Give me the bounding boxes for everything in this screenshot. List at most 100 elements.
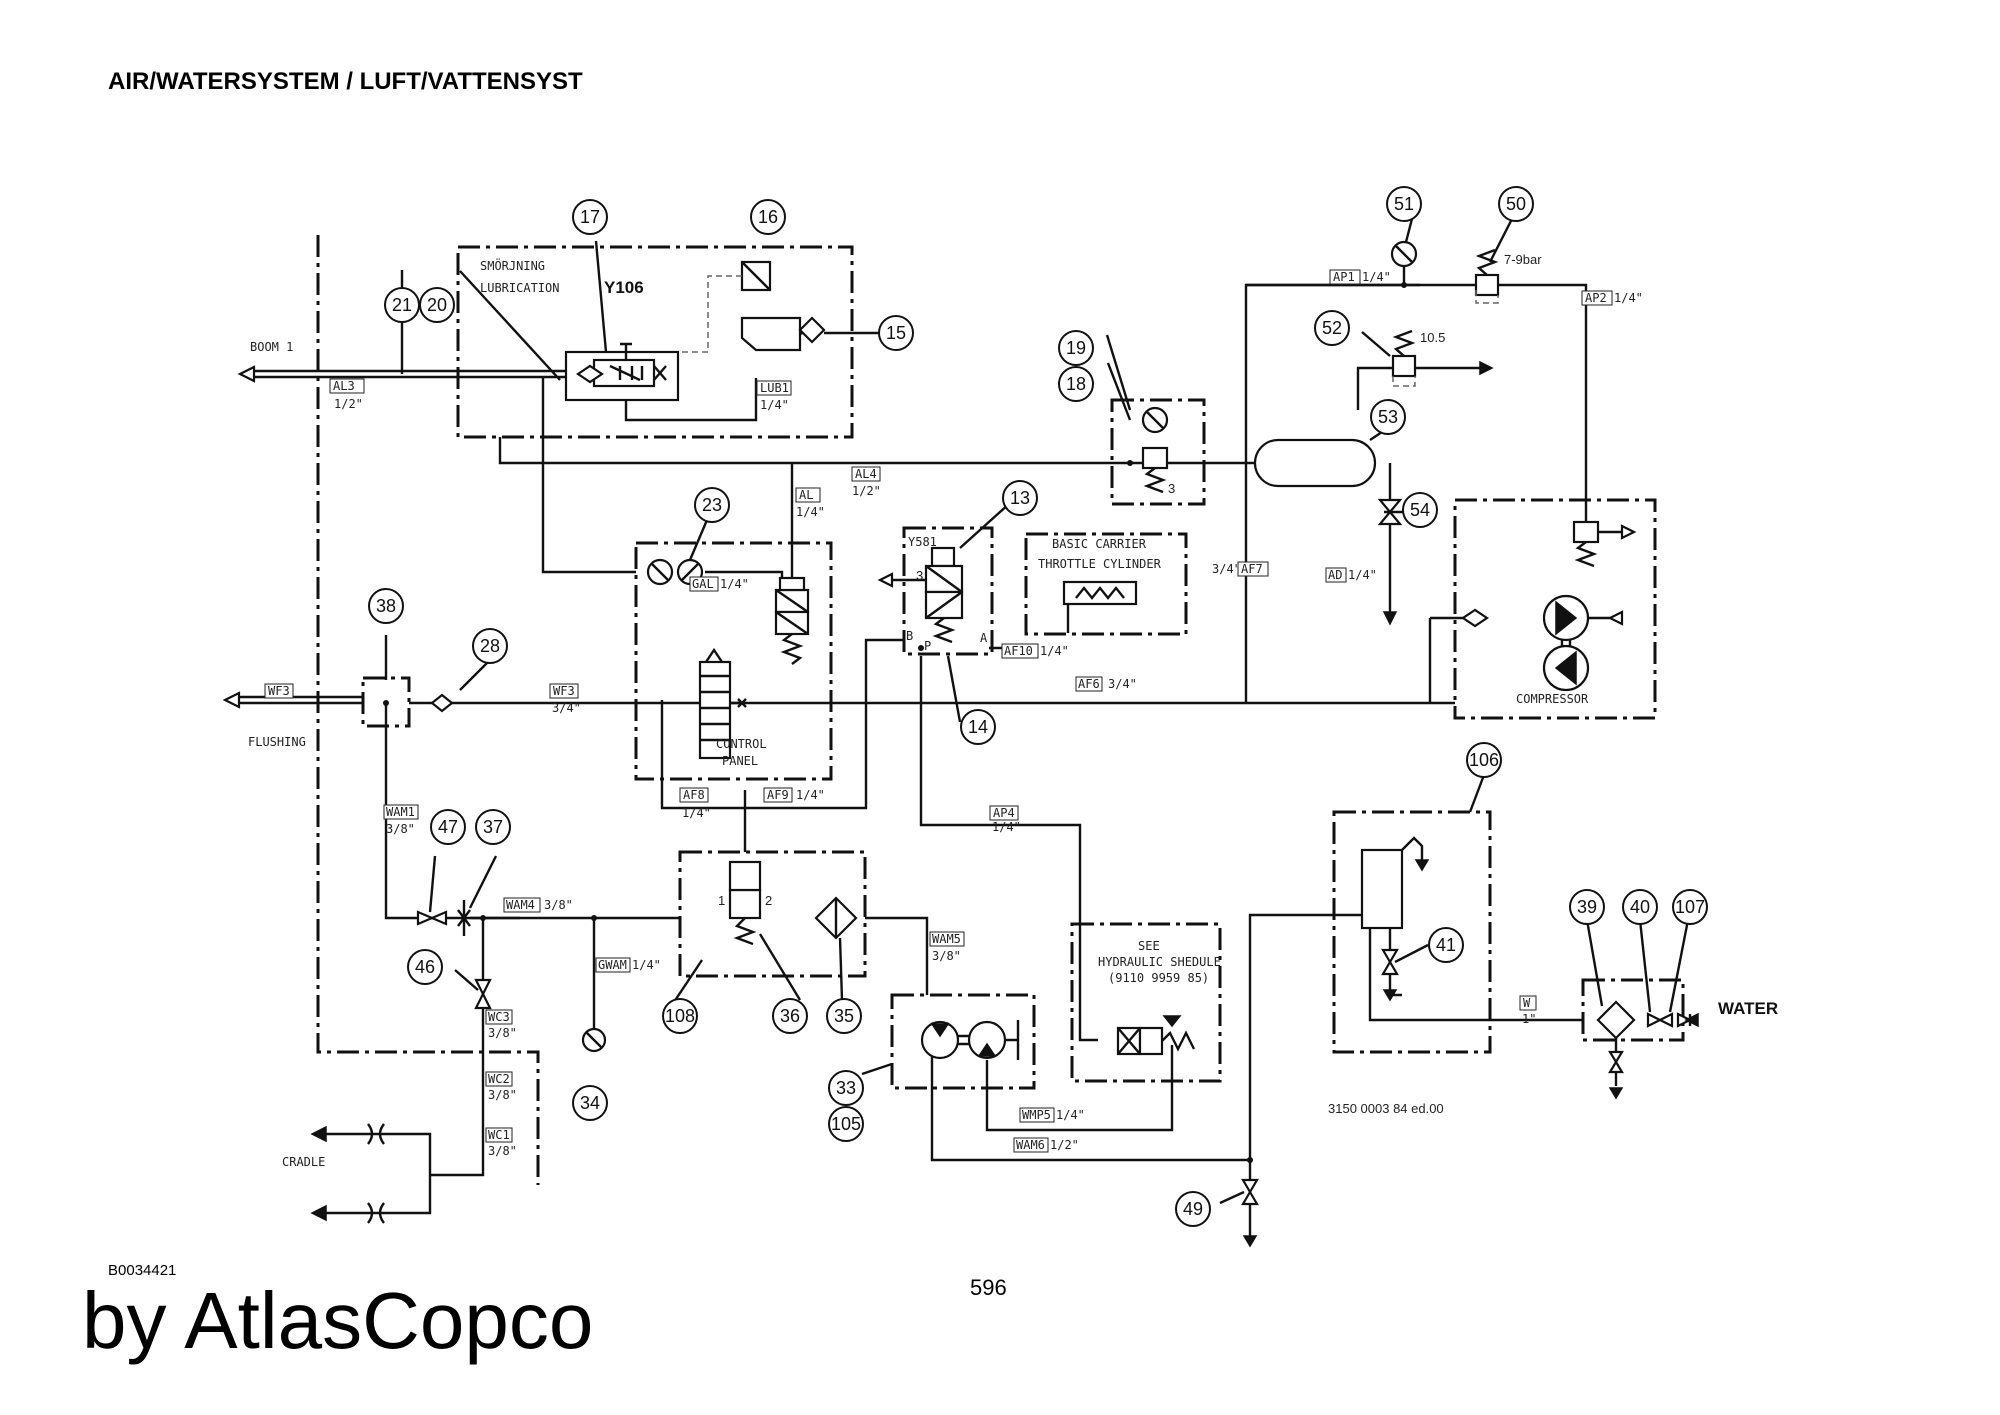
page-title: AIR/WATERSYSTEM / LUFT/VATTENSYST <box>108 68 583 95</box>
valve-port-3: 3 <box>916 568 923 583</box>
callout-21: 21 <box>384 287 420 323</box>
control-panel-label-1: CONTROL <box>716 737 767 751</box>
svg-text:52: 52 <box>1322 318 1342 338</box>
control-panel-box <box>634 541 833 781</box>
lubrication-en-label: LUBRICATION <box>480 281 559 295</box>
valve-port-a: A <box>980 631 988 645</box>
callout-20: 20 <box>419 287 455 323</box>
callout-34: 34 <box>572 1085 608 1121</box>
water-label: WATER <box>1718 999 1778 1018</box>
cradle-label: CRADLE <box>282 1155 325 1169</box>
callout-18: 18 <box>1058 366 1094 402</box>
callout-54: 54 <box>1402 492 1438 528</box>
svg-text:19: 19 <box>1066 338 1086 358</box>
throttle-cylinder-box <box>1024 532 1188 636</box>
svg-text:1": 1" <box>1522 1012 1536 1026</box>
svg-text:1/4": 1/4" <box>796 505 825 519</box>
svg-text:3/4": 3/4" <box>552 701 581 715</box>
control-panel-label-2: PANEL <box>722 754 758 768</box>
svg-text:W: W <box>1523 996 1531 1010</box>
y106-label: Y106 <box>604 278 644 297</box>
svg-text:1/4": 1/4" <box>682 806 711 820</box>
svg-text:28: 28 <box>480 636 500 656</box>
machine-boundary <box>316 235 540 1185</box>
svg-text:51: 51 <box>1394 194 1414 214</box>
svg-text:3/8": 3/8" <box>488 1088 517 1102</box>
y581-label: Y581 <box>908 535 937 549</box>
svg-text:WC2: WC2 <box>488 1072 510 1086</box>
callout-107: 107 <box>1672 889 1708 925</box>
svg-text:36: 36 <box>780 1006 800 1026</box>
hydraulic-number-label: (9110 9959 85) <box>1108 971 1209 985</box>
valve-setting-3: 3 <box>1168 481 1175 496</box>
annotations: BOOM 1 FLUSHING CRADLE WATER SMÖRJNING L… <box>248 252 1778 1169</box>
relief-pressure-79: 7-9bar <box>1504 252 1542 267</box>
svg-text:50: 50 <box>1506 194 1526 214</box>
symbols <box>222 214 1699 1248</box>
svg-text:AP2: AP2 <box>1585 291 1607 305</box>
svg-text:105: 105 <box>831 1114 861 1134</box>
svg-text:AF6: AF6 <box>1078 677 1100 691</box>
svg-text:AF10: AF10 <box>1004 644 1033 658</box>
relief-pressure-105: 10.5 <box>1420 330 1445 345</box>
svg-text:WF3: WF3 <box>553 684 575 698</box>
svg-text:1/4": 1/4" <box>796 788 825 802</box>
svg-text:WAM1: WAM1 <box>386 805 415 819</box>
svg-text:3/8": 3/8" <box>488 1026 517 1040</box>
label-wc2: WC2 3/8" <box>485 1071 517 1102</box>
flushing-label: FLUSHING <box>248 735 306 749</box>
enclosures <box>361 245 1685 1090</box>
svg-text:13: 13 <box>1010 488 1030 508</box>
callout-23: 23 <box>694 487 730 523</box>
valve-18-box <box>1110 398 1206 506</box>
callout-53: 53 <box>1370 399 1406 435</box>
callout-28: 28 <box>472 628 508 664</box>
svg-text:34: 34 <box>580 1093 600 1113</box>
label-wam5: WAM5 3/8" <box>929 931 965 963</box>
lubrication-sv-label: SMÖRJNING <box>480 257 545 273</box>
see-label: SEE <box>1138 939 1160 953</box>
svg-text:1/2": 1/2" <box>334 397 363 411</box>
callout-15: 15 <box>878 315 914 351</box>
compressor-box <box>1453 498 1657 720</box>
svg-text:WMP5: WMP5 <box>1022 1108 1051 1122</box>
svg-text:3/8": 3/8" <box>932 949 961 963</box>
svg-text:16: 16 <box>758 207 778 227</box>
callout-38: 38 <box>368 588 404 624</box>
callout-13: 13 <box>1002 480 1038 516</box>
svg-text:WF3: WF3 <box>268 684 290 698</box>
svg-text:40: 40 <box>1630 897 1650 917</box>
svg-text:1/4": 1/4" <box>1348 568 1377 582</box>
svg-text:15: 15 <box>886 323 906 343</box>
throttle-cylinder-label: THROTTLE CYLINDER <box>1038 557 1162 571</box>
callout-106: 106 <box>1466 742 1502 778</box>
callout-46: 46 <box>407 949 443 985</box>
svg-text:18: 18 <box>1066 374 1086 394</box>
svg-text:AL4: AL4 <box>855 467 877 481</box>
valve-13-box <box>902 526 994 656</box>
svg-text:AF7: AF7 <box>1241 562 1263 576</box>
svg-text:41: 41 <box>1436 935 1456 955</box>
svg-text:53: 53 <box>1378 407 1398 427</box>
hydraulic-schedule-label: HYDRAULIC SHEDULE <box>1098 955 1221 969</box>
callout-52: 52 <box>1314 310 1350 346</box>
svg-text:1/4": 1/4" <box>1614 291 1643 305</box>
svg-text:107: 107 <box>1675 897 1705 917</box>
svg-text:AD: AD <box>1328 568 1342 582</box>
valve-port-p: P <box>924 639 931 653</box>
svg-text:WAM5: WAM5 <box>932 932 961 946</box>
callout-40: 40 <box>1622 889 1658 925</box>
svg-text:3/4": 3/4" <box>1108 677 1137 691</box>
boom-label: BOOM 1 <box>250 340 293 354</box>
callout-41: 41 <box>1428 927 1464 963</box>
callout-33: 33 <box>828 1070 864 1106</box>
